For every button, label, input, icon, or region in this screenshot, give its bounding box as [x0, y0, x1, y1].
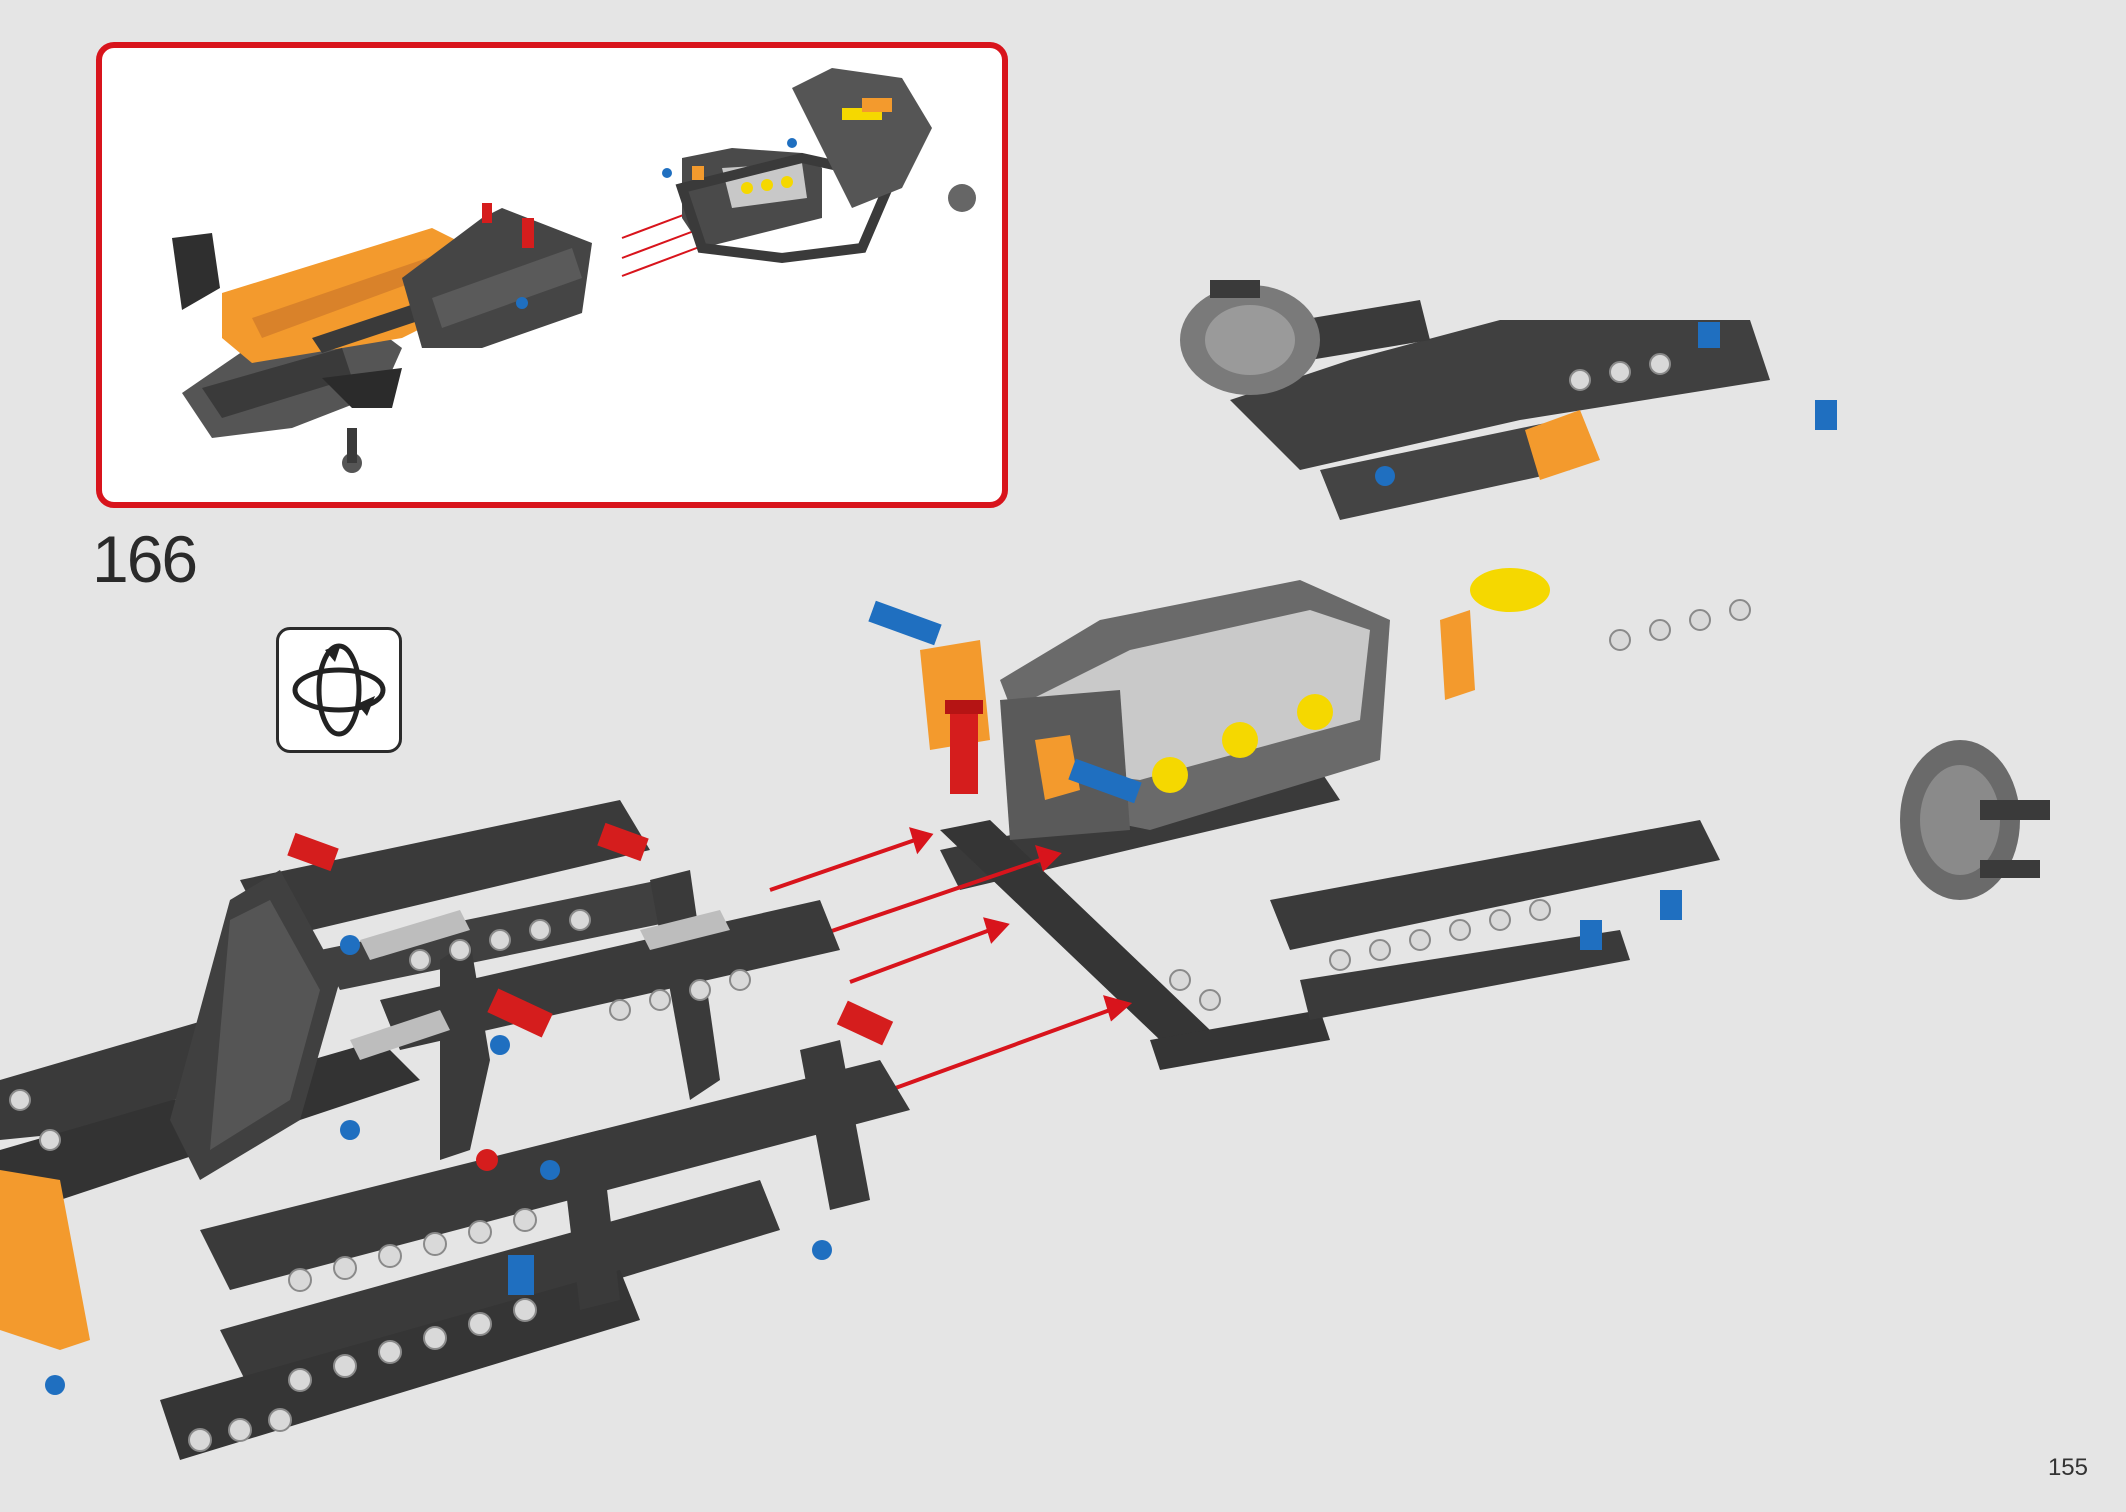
rear-assembly [0, 800, 910, 1460]
step-number: 166 [92, 522, 198, 596]
overview-rear-section [172, 228, 482, 473]
front-assembly [868, 280, 2050, 1070]
assembly-overview-callout [96, 42, 1008, 508]
overview-front-section [662, 68, 976, 264]
rotate-arrows-icon [292, 643, 386, 737]
overview-middle-section [402, 203, 592, 348]
rotate-model-icon [276, 627, 402, 753]
page-number: 155 [2047, 1454, 2088, 1481]
assembly-arrows [769, 827, 1133, 1092]
overview-model-illustration [172, 68, 976, 473]
